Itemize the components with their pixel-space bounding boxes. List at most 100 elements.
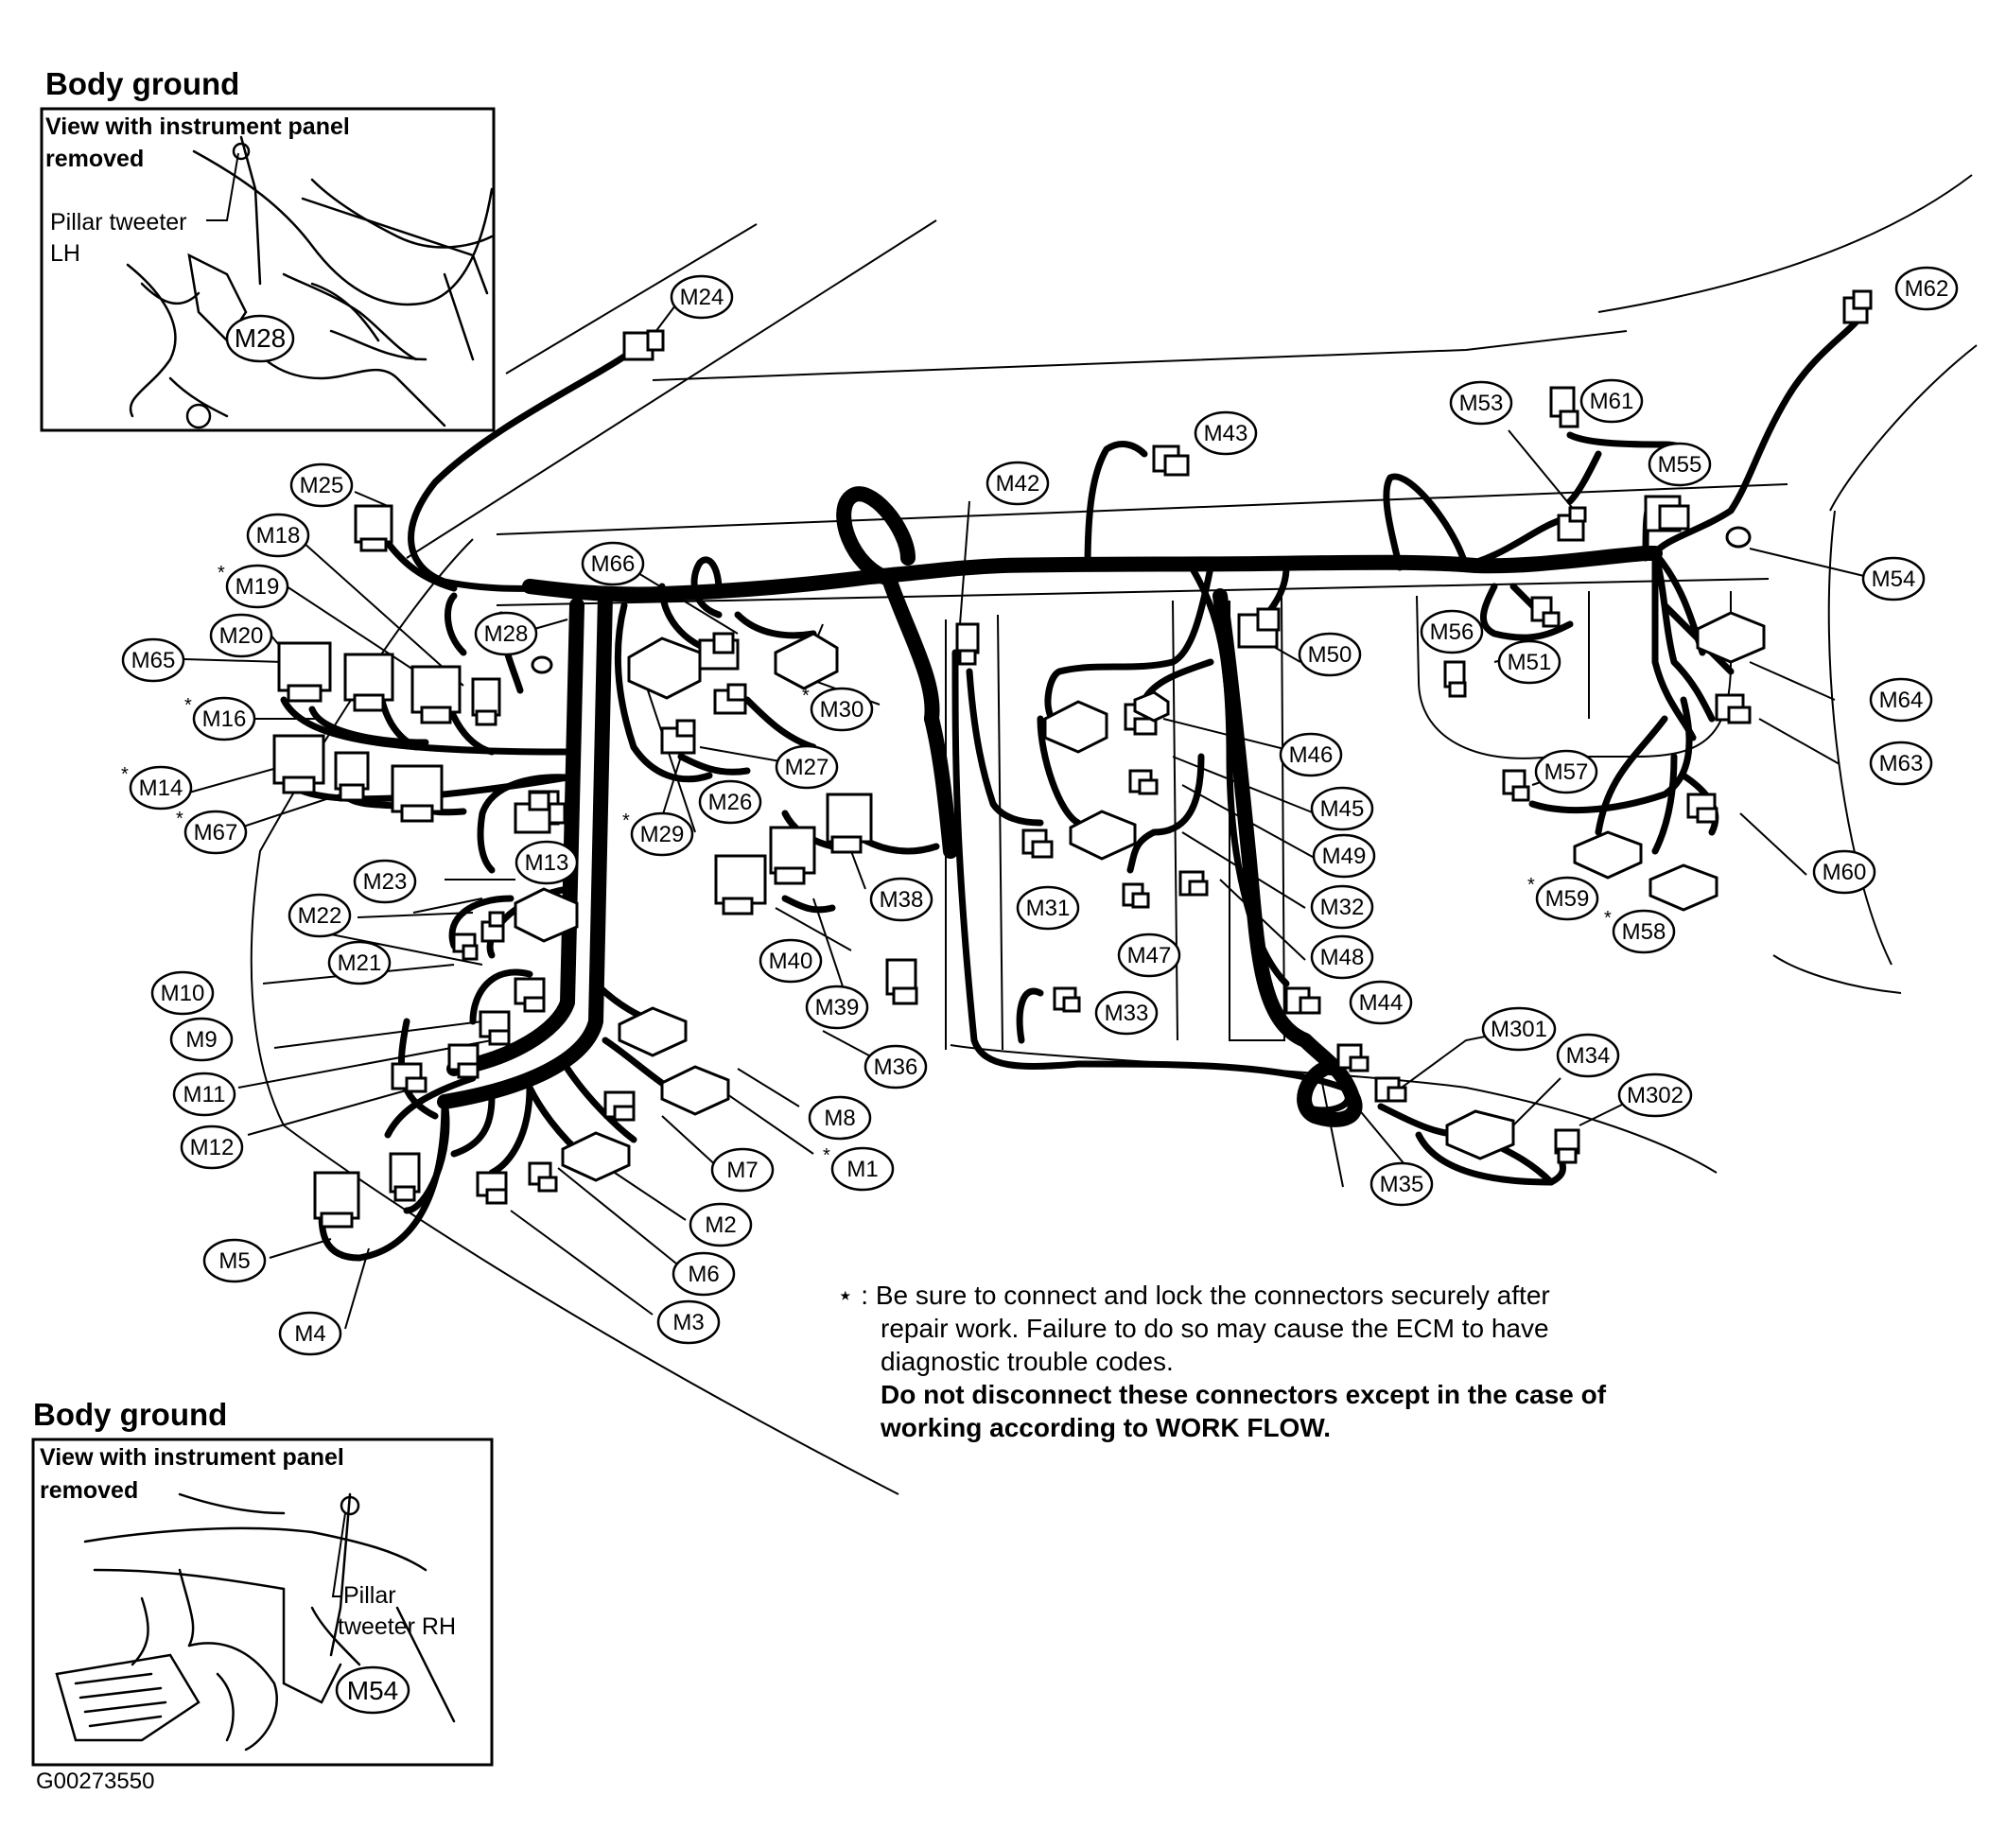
label-bubble: [209, 613, 273, 658]
label-text: M31: [1026, 896, 1071, 921]
label-text: M3: [672, 1310, 704, 1335]
label-text: M63: [1879, 751, 1924, 776]
connector-label-m48: M48: [1310, 934, 1374, 980]
connector-label-m38: M38: [869, 877, 933, 922]
label-text: M55: [1658, 452, 1702, 478]
connector-label-m2: M2: [689, 1202, 753, 1247]
inset-top-part-1: Pillar tweeter: [50, 209, 187, 235]
connector-label-m58: M58 *: [1604, 908, 1676, 954]
label-bubble: [689, 1202, 753, 1247]
connector-label-m18: M18: [246, 513, 310, 558]
connector-label-m3: M3: [656, 1299, 721, 1345]
connector-label-m49: M49: [1312, 833, 1376, 879]
connector-label-m32: M32: [1310, 884, 1374, 930]
connector-label-m43: M43: [1194, 410, 1258, 456]
inset-top: View with instrument panel removed Pilla…: [40, 107, 496, 432]
label-text: M39: [815, 995, 860, 1020]
label-bubble: [150, 970, 215, 1016]
note-line-5: working according to WORK FLOW.: [881, 1413, 1331, 1442]
connector-label-m61: M61: [1579, 378, 1644, 424]
label-text: M57: [1544, 759, 1589, 785]
connector-label-m57: M57: [1534, 749, 1598, 794]
connector-label-m7: M7: [710, 1147, 775, 1193]
connector-label-m65: M65: [121, 637, 185, 683]
label-text: M44: [1359, 990, 1404, 1016]
connector-label-m12: M12: [180, 1124, 244, 1170]
label-bubble: [515, 840, 579, 885]
connector-label-m56: M56: [1420, 609, 1484, 654]
inset-top-connector-label: M28: [235, 323, 286, 353]
label-bubble: [246, 513, 310, 558]
connector-label-m5: M5: [202, 1238, 267, 1283]
label-bubble: [180, 1124, 244, 1170]
star-marker: *: [622, 811, 630, 831]
label-text: M45: [1320, 796, 1365, 822]
connector-label-m302: M302: [1617, 1072, 1693, 1118]
label-text: M64: [1879, 688, 1924, 713]
label-text: M62: [1905, 276, 1949, 302]
connector-label-m55: M55: [1648, 442, 1712, 487]
connector-label-m63: M63: [1869, 741, 1933, 786]
inset-bottom-connector-label: M54: [347, 1676, 398, 1705]
connector-label-m13: M13: [515, 840, 579, 885]
inset-bottom-part-2: tweeter RH: [338, 1613, 456, 1640]
connector-label-m36: M36: [863, 1044, 928, 1090]
label-bubble: [1194, 410, 1258, 456]
label-text: M54: [1872, 567, 1916, 592]
label-bubble: [169, 1017, 234, 1062]
label-bubble: [808, 1095, 872, 1141]
label-text: M25: [300, 473, 344, 498]
label-text: M38: [880, 887, 924, 913]
inset-top-caption-1: View with instrument panel: [45, 113, 350, 140]
star-marker: *: [1527, 875, 1535, 896]
connector-shapes: [272, 289, 1873, 1229]
inset-top-part-2: LH: [50, 240, 80, 267]
label-bubble: [1420, 609, 1484, 654]
label-bubble: [630, 811, 694, 857]
label-text: M36: [874, 1055, 918, 1080]
label-bubble: [805, 985, 869, 1030]
label-bubble: [1617, 1072, 1693, 1118]
star-marker: *: [1604, 908, 1612, 929]
label-bubble: [1279, 732, 1343, 777]
label-bubble: [1016, 885, 1080, 931]
label-bubble: [1310, 934, 1374, 980]
label-bubble: [1481, 1006, 1557, 1052]
connector-label-m30: M30*: [802, 686, 874, 732]
label-text: M19: [235, 574, 280, 600]
caution-note: ⋆ : Be sure to connect and lock the conn…: [837, 1279, 1783, 1444]
label-text: M12: [190, 1135, 235, 1160]
star-marker: *: [121, 764, 129, 785]
label-text: M49: [1322, 844, 1367, 869]
label-bubble: [869, 877, 933, 922]
label-bubble: [810, 687, 874, 732]
label-text: M58: [1622, 919, 1666, 945]
connector-label-m34: M34: [1556, 1033, 1620, 1078]
star-marker: *: [176, 809, 183, 829]
label-text: M1: [846, 1157, 878, 1182]
label-bubble: [225, 564, 289, 609]
connector-label-m62: M62: [1894, 266, 1959, 311]
label-text: M67: [194, 820, 238, 846]
label-bubble: [1497, 639, 1561, 685]
figure-code: G00273550: [36, 1769, 155, 1794]
connector-label-m60: M60: [1812, 849, 1876, 895]
star-marker: *: [823, 1145, 830, 1166]
label-bubble: [202, 1238, 267, 1283]
inset-top-sketch: [126, 135, 494, 429]
label-text: M21: [338, 950, 382, 976]
label-text: M10: [161, 981, 205, 1006]
connector-label-m24: M24: [670, 274, 734, 320]
connector-label-m64: M64: [1869, 677, 1933, 723]
label-bubble: [129, 765, 193, 811]
label-bubble: [698, 779, 762, 825]
label-text: M51: [1508, 650, 1552, 675]
label-text: M9: [185, 1027, 217, 1053]
connector-label-m21: M21: [327, 940, 392, 985]
label-text: M2: [705, 1212, 736, 1238]
label-bubble: [710, 1147, 775, 1193]
connector-label-m23: M23: [353, 859, 417, 904]
label-text: M50: [1308, 642, 1352, 668]
connector-label-m11: M11: [172, 1072, 236, 1117]
connector-label-m42: M42: [986, 461, 1050, 506]
